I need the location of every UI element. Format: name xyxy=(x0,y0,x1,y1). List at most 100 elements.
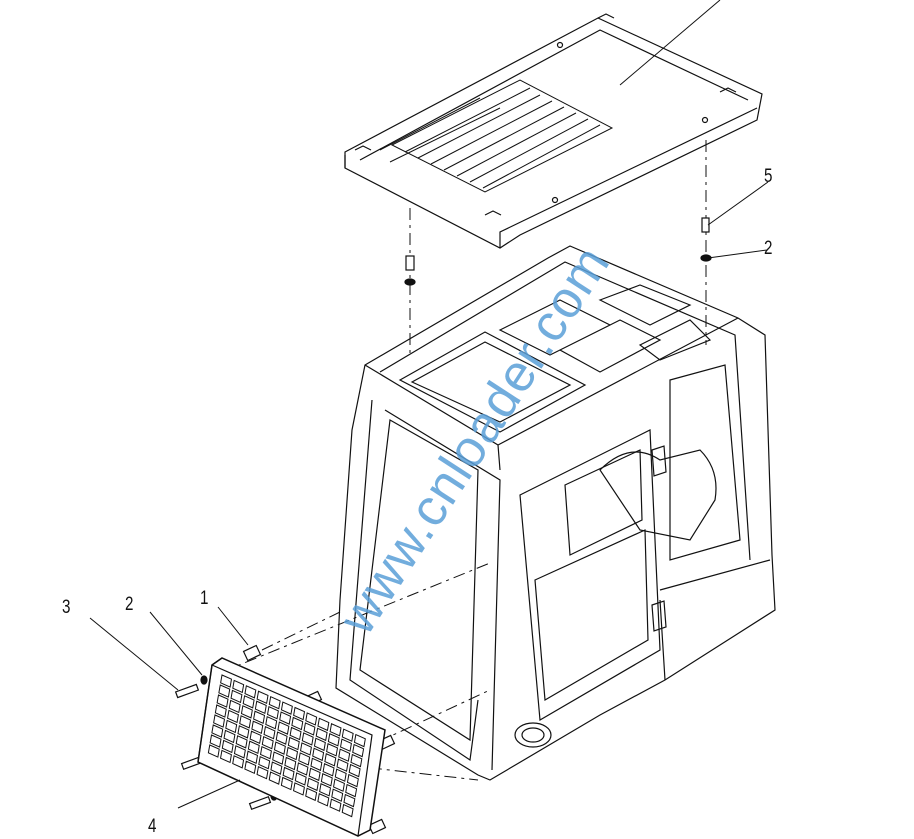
guard-grid-cell xyxy=(296,762,309,776)
guard-grid-cell xyxy=(233,745,246,759)
guard-grid-cell xyxy=(268,695,281,710)
guard-grid-cell xyxy=(247,740,260,754)
guard-grid-cell xyxy=(239,715,252,729)
guard-grid-cell xyxy=(216,694,229,708)
guard-grid-cell xyxy=(289,726,302,741)
guard-grid-cell xyxy=(261,735,274,750)
roof-panel xyxy=(344,13,763,249)
guard-grid-cell xyxy=(256,690,269,704)
guard-grid-cell xyxy=(230,689,243,704)
guard-grid-cell xyxy=(324,753,337,767)
guard-grid-cell xyxy=(313,737,326,752)
guard-grid-cell xyxy=(329,798,342,812)
guard-grid-cell xyxy=(282,766,295,781)
guard-grid-cell xyxy=(306,777,319,792)
guard-grid-cell xyxy=(220,674,233,688)
guard-grid-cell xyxy=(246,750,259,764)
guard-grid-cell xyxy=(279,711,292,725)
guard-grid-cell xyxy=(305,787,318,802)
guard-grid-cell xyxy=(346,773,359,788)
guard-grid-cell xyxy=(327,733,340,747)
guard-grid-cell xyxy=(350,753,363,768)
cab-body xyxy=(335,245,776,781)
guard-grid-cell xyxy=(293,706,306,721)
guard-grid-cell xyxy=(315,727,328,742)
guard-grid-cell xyxy=(226,709,239,724)
guard-grid-cell xyxy=(308,767,321,782)
guard-grid-cell xyxy=(299,742,312,756)
guard-grid-cell xyxy=(221,739,234,754)
label-1: 1 xyxy=(200,588,209,609)
guard-grid-cell xyxy=(319,783,332,797)
guard-grid-cell xyxy=(284,756,297,771)
guard-grid-cell xyxy=(251,720,264,734)
guard-grid-cell xyxy=(275,731,288,745)
guard-grid-cell xyxy=(223,729,236,744)
guard-grid-cell xyxy=(301,732,314,746)
guard-grid-cell xyxy=(310,757,323,772)
guard-grid-cell xyxy=(225,719,238,734)
guard-grid-cell xyxy=(235,735,248,749)
guard-grid-cell xyxy=(219,749,232,764)
leader-lines xyxy=(89,0,769,809)
guard-grid-cell xyxy=(249,730,262,744)
guard-grid-cell xyxy=(343,793,356,808)
guard-grid-cell xyxy=(303,722,316,736)
guard-grid-cell xyxy=(254,700,267,714)
guard-grid-cell xyxy=(253,710,266,724)
guard-grid-cell xyxy=(345,783,358,798)
guard-grid-cell xyxy=(266,705,279,720)
guard-grid-cell xyxy=(298,752,311,766)
guard-grid-cell xyxy=(273,741,286,755)
front-guard xyxy=(197,657,386,837)
guard-grid-cell xyxy=(331,788,344,802)
guard-grid-cell xyxy=(209,734,222,748)
guard-grid-cell xyxy=(292,782,305,796)
guard-grid-cell xyxy=(258,755,271,770)
label-4: 4 xyxy=(148,816,157,837)
guard-grid-cell xyxy=(329,723,342,737)
guard-grid-cell xyxy=(287,736,300,751)
guard-grid-cell xyxy=(294,772,307,786)
guard-grid-cell xyxy=(291,716,304,731)
guard-grid-cell xyxy=(312,747,325,762)
guard-grid-cell xyxy=(341,728,354,742)
guard-grid-cell xyxy=(326,743,339,757)
guard-grid-cell xyxy=(268,771,281,785)
guard-grid-cell xyxy=(237,725,250,739)
guard-grid-cell xyxy=(305,712,318,726)
guard-grid-cell xyxy=(352,743,365,758)
guard-grid-cell xyxy=(263,725,276,740)
guard-grid-cell xyxy=(348,763,361,778)
guard-grid-cell xyxy=(320,773,333,787)
guard-grid-cell xyxy=(277,721,290,735)
guard-grid-cell xyxy=(211,724,224,738)
guard-grid-cell xyxy=(270,761,283,775)
guard-grid-cell xyxy=(259,745,272,760)
label-3: 3 xyxy=(62,597,71,618)
assembly-center-lines xyxy=(221,140,707,781)
guard-grid-cell xyxy=(218,684,231,698)
guard-grid-cell xyxy=(207,744,220,758)
guard-grid-cell xyxy=(272,751,285,765)
guard-grid-cell xyxy=(286,746,299,761)
guard-grid-cell xyxy=(317,793,330,807)
guard-grid-cell xyxy=(265,715,278,730)
guard-grid-cell xyxy=(240,705,253,719)
guard-grid-cell xyxy=(232,679,245,694)
guard-grid-cell xyxy=(341,803,354,818)
guard-grid-cell xyxy=(336,758,349,772)
guard-grid-cell xyxy=(334,768,347,782)
guard-grid-cell xyxy=(280,776,293,791)
guard-grid-cell xyxy=(244,685,257,699)
guard-grid-cell xyxy=(353,733,366,748)
guard-grid-cell xyxy=(317,717,330,732)
guard-grid-cell xyxy=(322,763,335,777)
guard-grid-cell xyxy=(232,755,245,769)
guard-grid-cell xyxy=(256,765,269,780)
guard-grid-cell xyxy=(332,778,345,792)
guard-grid-cell xyxy=(228,699,241,714)
label-2-right: 2 xyxy=(764,238,773,259)
